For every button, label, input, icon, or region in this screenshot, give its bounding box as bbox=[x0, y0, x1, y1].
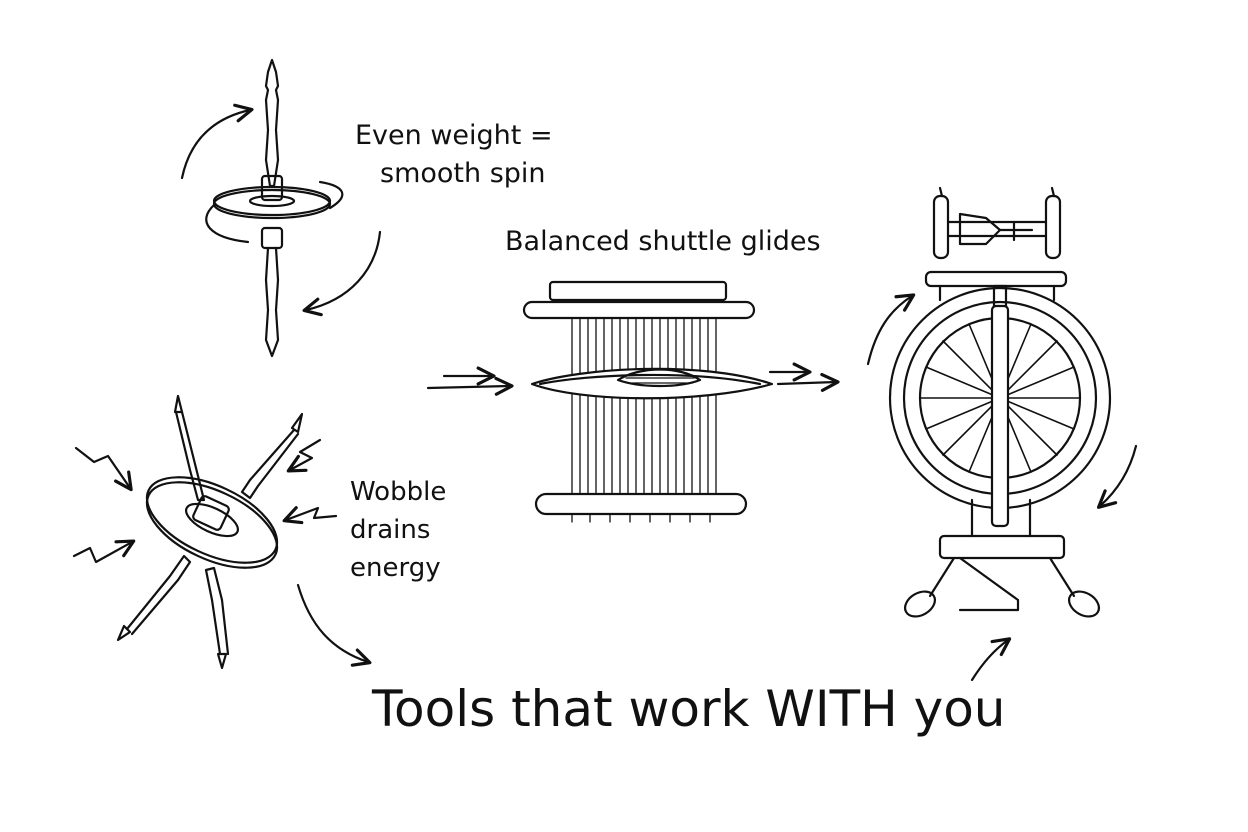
drains-label: drains bbox=[350, 515, 430, 545]
even-weight-label: Even weight = bbox=[355, 120, 553, 151]
headline: Tools that work WITH you bbox=[371, 680, 1005, 738]
spinning-wheel-icon bbox=[866, 186, 1138, 682]
shuttle-label: Balanced shuttle glides bbox=[505, 226, 821, 257]
wobble-label: Wobble bbox=[350, 477, 446, 507]
smooth-spin-label: smooth spin bbox=[380, 158, 546, 189]
balanced-spindle-icon bbox=[180, 58, 382, 358]
energy-label: energy bbox=[350, 553, 441, 583]
wobbling-spindle-icon bbox=[72, 394, 372, 670]
loom-shuttle-icon bbox=[426, 280, 840, 523]
